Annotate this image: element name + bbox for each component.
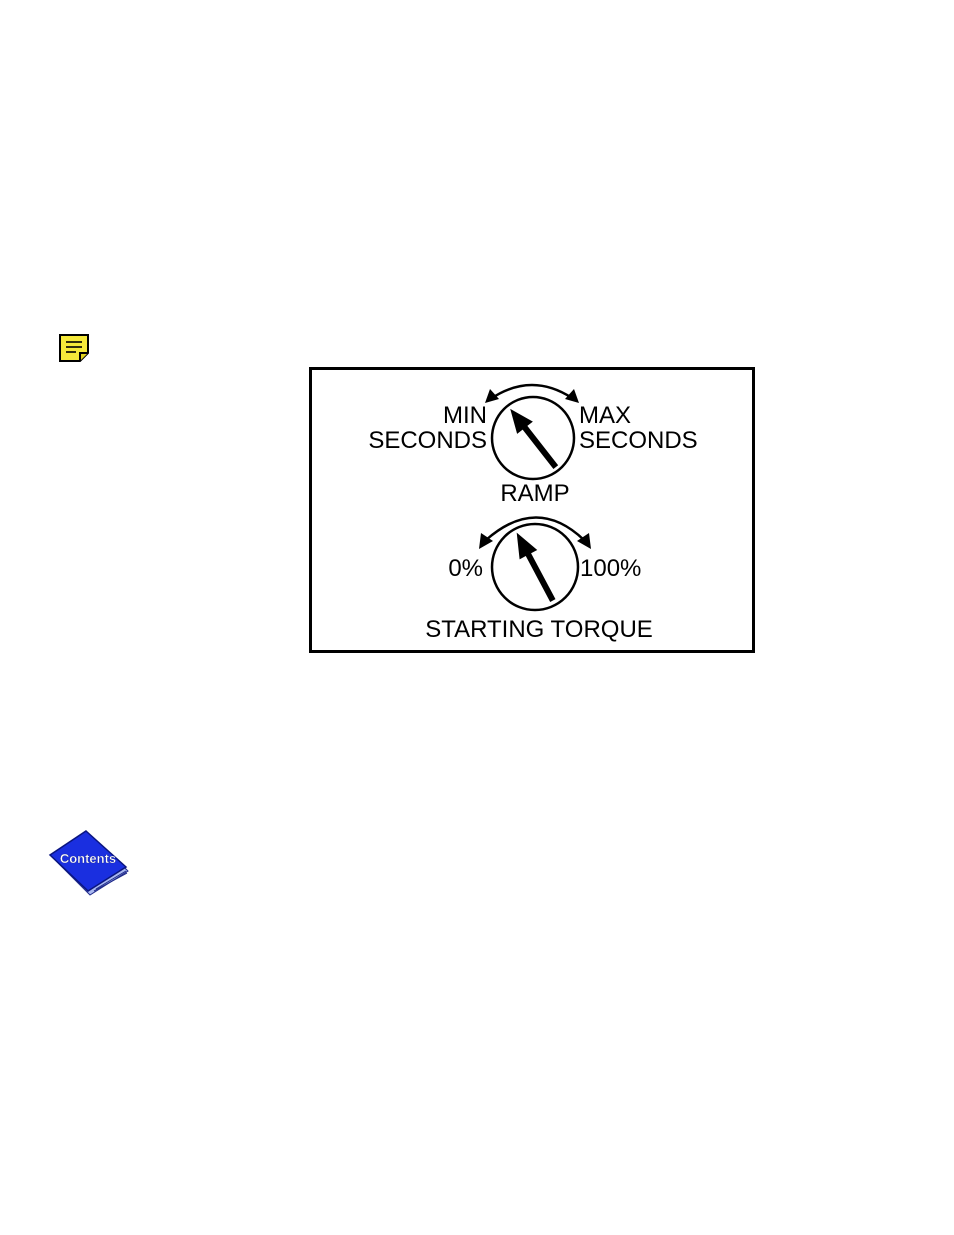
ramp-dial-label: RAMP [500, 480, 569, 507]
contents-book-icon: Contents [48, 829, 132, 897]
contents-button[interactable]: Contents [48, 829, 132, 897]
ramp-min-line1: MIN [443, 402, 487, 429]
ramp-min-line2: SECONDS [368, 427, 487, 454]
ramp-max-line2: SECONDS [579, 427, 698, 454]
sticky-note-icon [58, 333, 90, 363]
torque-max-label: 100% [580, 555, 641, 582]
dial-figure: MIN SECONDS MAX SECONDS RAMP 0% 100% STA… [309, 367, 755, 653]
ramp-max-line1: MAX [579, 402, 631, 429]
torque-min-label: 0% [448, 555, 483, 582]
torque-dial-label: STARTING TORQUE [425, 616, 653, 643]
dial-figure-drawing: MIN SECONDS MAX SECONDS RAMP 0% 100% STA… [309, 367, 755, 653]
note-icon[interactable] [58, 333, 90, 363]
contents-label: Contents [60, 851, 116, 866]
